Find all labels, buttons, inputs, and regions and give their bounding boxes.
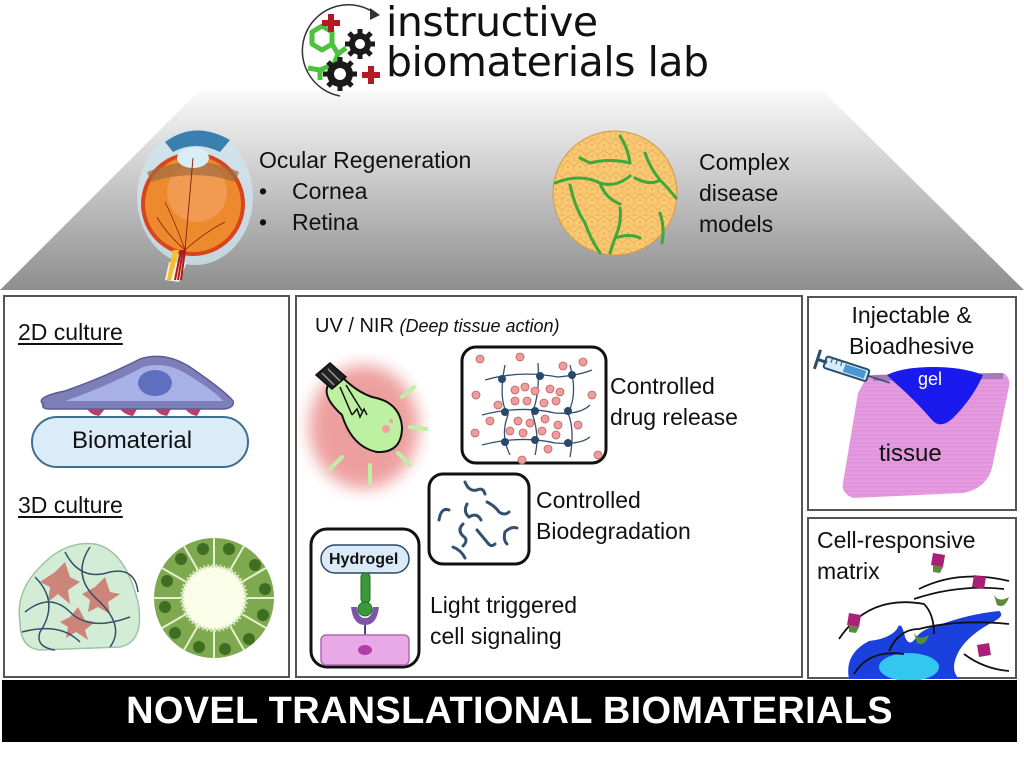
cell-responsive-matrix-icon — [838, 553, 1010, 681]
biodegradation-fragments-icon — [427, 472, 531, 566]
biodegradation-line-1: Controlled — [536, 487, 641, 513]
injectable-gel-tissue-icon — [812, 349, 1010, 498]
injectable-title-line-2: Bioadhesive — [849, 333, 975, 359]
biodegradation-line-2: Biodegradation — [536, 518, 691, 544]
uv-nir-label: UV / NIR — [315, 315, 394, 337]
hydrogel-3d-cells-icon — [18, 542, 141, 651]
drug-release-line-1: Controlled — [610, 373, 715, 399]
hydrogel-cell-signaling-icon — [309, 527, 421, 669]
tissue-label: tissue — [879, 440, 942, 467]
eye-anatomy-icon — [137, 129, 253, 282]
novel-translational-biomaterials-banner: NOVEL TRANSLATIONAL BIOMATERIALS — [2, 680, 1017, 742]
light-responsive-panel: UV / NIR (Deep tissue action) — [295, 295, 803, 678]
injectable-title: Injectable & Bioadhesive — [849, 300, 974, 362]
lab-logo: instructive biomaterials lab — [290, 0, 740, 100]
disease-models-block: Complex disease models — [699, 147, 790, 240]
drug-release-text: Controlled drug release — [610, 371, 738, 433]
ocular-list: Cornea Retina — [259, 176, 471, 238]
light-bulb-icon — [309, 362, 428, 489]
culture-2d-heading: 2D culture — [18, 319, 123, 345]
deep-tissue-label: (Deep tissue action) — [399, 316, 560, 336]
logo-text-line2: biomaterials lab — [386, 38, 709, 86]
ocular-title: Ocular Regeneration — [259, 147, 472, 173]
disease-line-3: models — [699, 211, 774, 237]
spheroid-disease-model-icon — [552, 130, 678, 256]
culture-3d-heading: 3D culture — [18, 492, 123, 518]
cell-on-biomaterial-icon — [31, 355, 249, 468]
cell-responsive-title: Cell-responsive matrix — [817, 525, 976, 587]
injectable-panel: Injectable & Bioadhesive gel tissue — [807, 296, 1017, 511]
uv-nir-heading: UV / NIR (Deep tissue action) — [315, 311, 560, 342]
disease-line-1: Complex — [699, 149, 790, 175]
logo-text-line1: instructive — [386, 0, 598, 46]
signaling-line-2: cell signaling — [430, 623, 562, 649]
disease-line-2: disease — [699, 180, 779, 206]
hydrogel-label: Hydrogel — [329, 551, 399, 568]
drug-release-network-icon — [460, 345, 608, 465]
cell-responsive-panel: Cell-responsive matrix — [807, 517, 1017, 681]
application-trapezoid — [0, 90, 1024, 290]
biomaterial-label: Biomaterial — [72, 427, 193, 454]
signaling-line-1: Light triggered — [430, 592, 578, 618]
ocular-item-retina: Retina — [259, 207, 471, 238]
logo-mark-icon — [301, 4, 380, 97]
biodegradation-text: Controlled Biodegradation — [536, 485, 691, 547]
culture-panel: 2D culture Biomaterial 3D culture — [3, 295, 290, 678]
signaling-text: Light triggered cell signaling — [430, 590, 577, 652]
ocular-regeneration-block: Ocular Regeneration Cornea Retina — [259, 145, 471, 238]
cell-responsive-line-2: matrix — [817, 558, 880, 584]
gel-label: gel — [918, 369, 943, 389]
organoid-icon — [154, 538, 274, 658]
drug-release-line-2: drug release — [610, 404, 738, 430]
cell-responsive-line-1: Cell-responsive — [817, 527, 976, 553]
injectable-title-line-1: Injectable & — [851, 302, 972, 328]
ocular-item-cornea: Cornea — [259, 176, 471, 207]
